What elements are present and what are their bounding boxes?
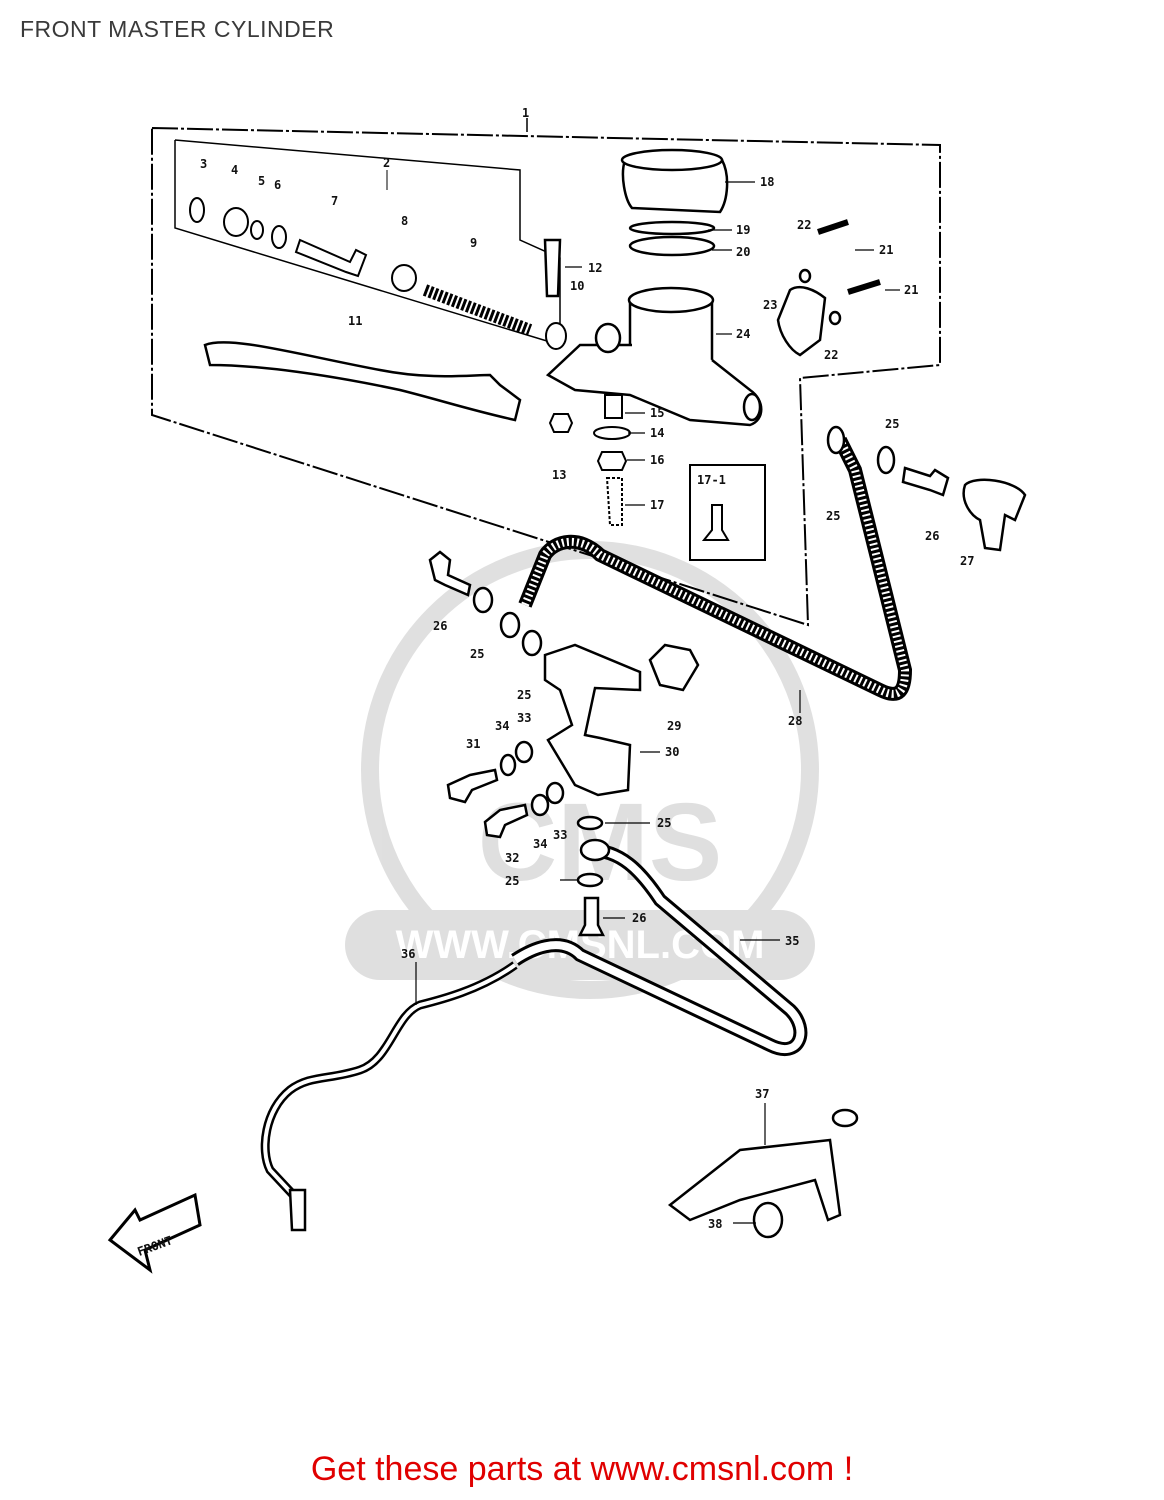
master-cylinder [543,148,881,427]
callout-35: 35 [785,934,799,948]
callout-23: 23 [763,298,777,312]
callout-15: 15 [650,406,664,420]
callout-33: 33 [517,711,531,725]
assembly-outline [151,127,941,627]
callout-25: 25 [517,688,531,702]
hose-end-right [826,425,1027,552]
parts-diagram: CMS WWW.CMSNL.COM [107,106,1027,1274]
callout-21: 21 [879,243,893,257]
piston-kit-parts [189,197,567,350]
callout-24: 24 [736,327,750,341]
callout-3: 3 [200,157,207,171]
brake-lever [203,341,522,422]
callout-5: 5 [258,174,265,188]
callout-37: 37 [755,1087,769,1101]
callout-labels: 1 2 3 4 5 6 7 8 9 10 11 12 13 14 15 16 1… [200,106,974,1231]
leader-lines [415,181,900,1224]
callout-18: 18 [760,175,774,189]
callout-25: 25 [470,647,484,661]
callout-25: 25 [826,509,840,523]
callout-33: 33 [553,828,567,842]
callout-34: 34 [495,719,509,733]
callout-25: 25 [657,816,671,830]
page-title: FRONT MASTER CYLINDER [20,16,335,42]
callout-12: 12 [588,261,602,275]
callout-22: 22 [797,218,811,232]
front-direction-arrow: FRONT [107,1192,202,1274]
callout-10: 10 [570,279,584,293]
switch-parts [548,394,631,526]
callout-25: 25 [505,874,519,888]
callout-22: 22 [824,348,838,362]
callout-38: 38 [708,1217,722,1231]
callout-2: 2 [383,156,390,170]
callout-26: 26 [433,619,447,633]
callout-9: 9 [470,236,477,250]
callout-1: 1 [522,106,529,120]
callout-13: 13 [552,468,566,482]
callout-8: 8 [401,214,408,228]
cmsnl-shop-link[interactable]: Get these parts at www.cmsnl.com ! [310,1450,854,1488]
callout-34: 34 [533,837,547,851]
callout-29: 29 [667,719,681,733]
callout-6: 6 [274,178,281,192]
callout-31: 31 [466,737,480,751]
callout-30: 30 [665,745,679,759]
callout-4: 4 [231,163,238,177]
hose-bracket [667,1108,859,1239]
junction-parts [428,550,700,937]
callout-7: 7 [331,194,338,208]
callout-36: 36 [401,947,415,961]
callout-32: 32 [505,851,519,865]
callout-27: 27 [960,554,974,568]
callout-19: 19 [736,223,750,237]
callout-20: 20 [736,245,750,259]
callout-16: 16 [650,453,664,467]
callout-26: 26 [925,529,939,543]
callout-17-1: 17-1 [697,473,726,487]
callout-25: 25 [885,417,899,431]
callout-11: 11 [348,314,362,328]
callout-26: 26 [632,911,646,925]
callout-17: 17 [650,498,664,512]
inset-box-17-1 [689,464,766,561]
callout-28: 28 [788,714,802,728]
callout-21: 21 [904,283,918,297]
callout-14: 14 [650,426,664,440]
